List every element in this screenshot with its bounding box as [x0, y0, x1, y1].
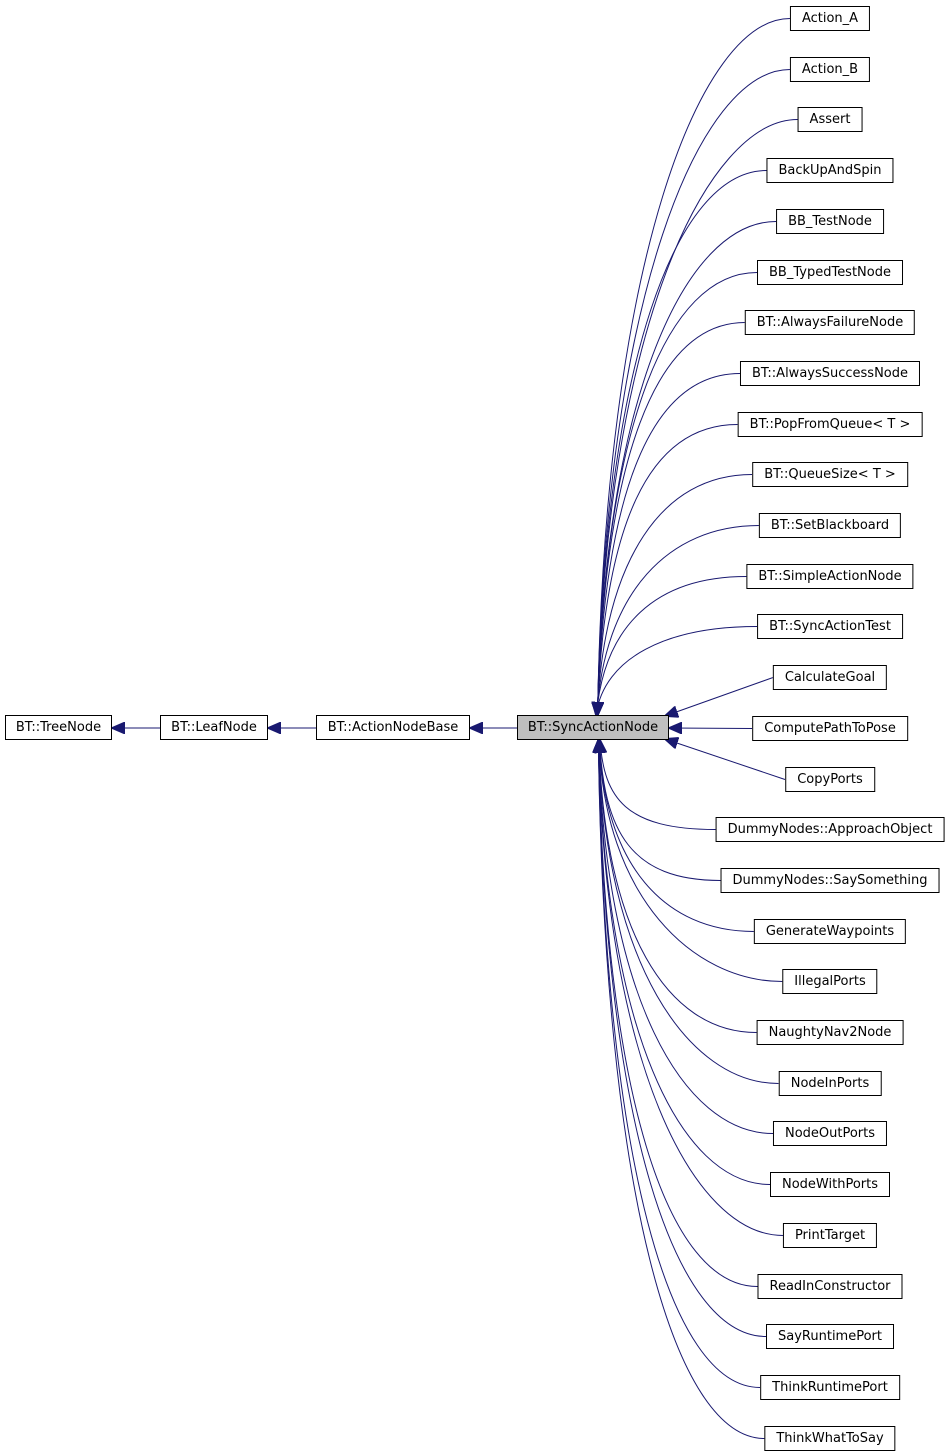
edge-derived-to-sync	[597, 272, 758, 716]
edge-derived-to-sync	[596, 626, 758, 716]
derived-class-node[interactable]: BT::SimpleActionNode	[746, 563, 914, 589]
derived-class-node[interactable]: BB_TypedTestNode	[757, 259, 903, 285]
derived-class-node[interactable]: Action_A	[789, 6, 871, 31]
edge-derived-to-sync	[598, 170, 767, 716]
derived-class-node[interactable]: ThinkWhatToSay	[764, 1425, 896, 1451]
edge-derived-to-sync	[599, 740, 771, 1185]
derived-class-node[interactable]: NodeWithPorts	[770, 1172, 890, 1198]
edge-derived-to-sync	[665, 739, 786, 780]
derived-class-node[interactable]: ReadInConstructor	[757, 1273, 903, 1299]
edge-derived-to-sync	[599, 740, 757, 1033]
derived-class-node[interactable]: ComputePathToPose	[752, 715, 908, 741]
node-sync-action-node: BT::SyncActionNode	[517, 715, 669, 740]
edge-derived-to-sync	[599, 740, 779, 1084]
edge-derived-to-sync	[597, 525, 760, 716]
derived-class-node[interactable]: BT::AlwaysSuccessNode	[739, 360, 921, 386]
edge-derived-to-sync	[599, 740, 774, 1134]
edge-derived-to-sync	[598, 119, 798, 716]
derived-class-node[interactable]: BackUpAndSpin	[766, 158, 894, 184]
derived-class-node[interactable]: NaughtyNav2Node	[756, 1020, 904, 1045]
derived-class-node[interactable]: DummyNodes::ApproachObject	[715, 817, 945, 843]
edge-derived-to-sync	[596, 576, 747, 716]
derived-class-node[interactable]: ThinkRuntimePort	[760, 1374, 900, 1400]
derived-class-node[interactable]: Action_B	[789, 56, 871, 82]
edge-derived-to-sync	[669, 728, 753, 729]
derived-class-node[interactable]: BT::AlwaysFailureNode	[744, 310, 916, 336]
edge-derived-to-sync	[600, 740, 721, 881]
derived-class-node[interactable]: BB_TestNode	[776, 208, 884, 234]
edge-derived-to-sync	[598, 69, 791, 716]
derived-class-node[interactable]: BT::QueueSize< T >	[752, 462, 908, 488]
edge-derived-to-sync	[597, 424, 738, 716]
derived-class-node[interactable]: CopyPorts	[785, 766, 875, 792]
derived-class-node[interactable]: SayRuntimePort	[766, 1324, 894, 1350]
derived-class-node[interactable]: BT::PopFromQueue< T >	[737, 411, 923, 437]
derived-class-node[interactable]: CalculateGoal	[772, 665, 888, 691]
derived-class-node[interactable]: BT::SetBlackboard	[758, 513, 902, 538]
edge-derived-to-sync	[597, 322, 746, 716]
node-leaf-node[interactable]: BT::LeafNode	[160, 715, 268, 740]
edge-derived-to-sync	[597, 373, 741, 716]
edge-derived-to-sync	[598, 740, 765, 1439]
edge-derived-to-sync	[599, 740, 783, 982]
derived-class-node[interactable]: BT::SyncActionTest	[757, 614, 903, 640]
edge-derived-to-sync	[598, 740, 784, 1236]
edge-derived-to-sync	[598, 18, 791, 716]
derived-class-node[interactable]: NodeInPorts	[778, 1070, 882, 1096]
derived-class-node[interactable]: PrintTarget	[782, 1222, 878, 1248]
edge-derived-to-sync	[598, 221, 777, 716]
edge-derived-to-sync	[665, 677, 774, 717]
edge-derived-to-sync	[600, 740, 716, 830]
derived-class-node[interactable]: GenerateWaypoints	[753, 918, 907, 944]
edge-derived-to-sync	[598, 740, 758, 1287]
edge-derived-to-sync	[599, 740, 755, 932]
derived-class-node[interactable]: IllegalPorts	[782, 969, 878, 995]
edge-derived-to-sync	[598, 740, 767, 1337]
derived-class-node[interactable]: Assert	[797, 107, 863, 133]
edge-derived-to-sync	[597, 474, 753, 716]
node-tree-node[interactable]: BT::TreeNode	[5, 715, 112, 740]
derived-class-node[interactable]: DummyNodes::SaySomething	[720, 867, 940, 893]
edge-derived-to-sync	[598, 740, 761, 1388]
derived-class-node[interactable]: NodeOutPorts	[772, 1121, 888, 1147]
node-action-node-base[interactable]: BT::ActionNodeBase	[316, 715, 470, 740]
